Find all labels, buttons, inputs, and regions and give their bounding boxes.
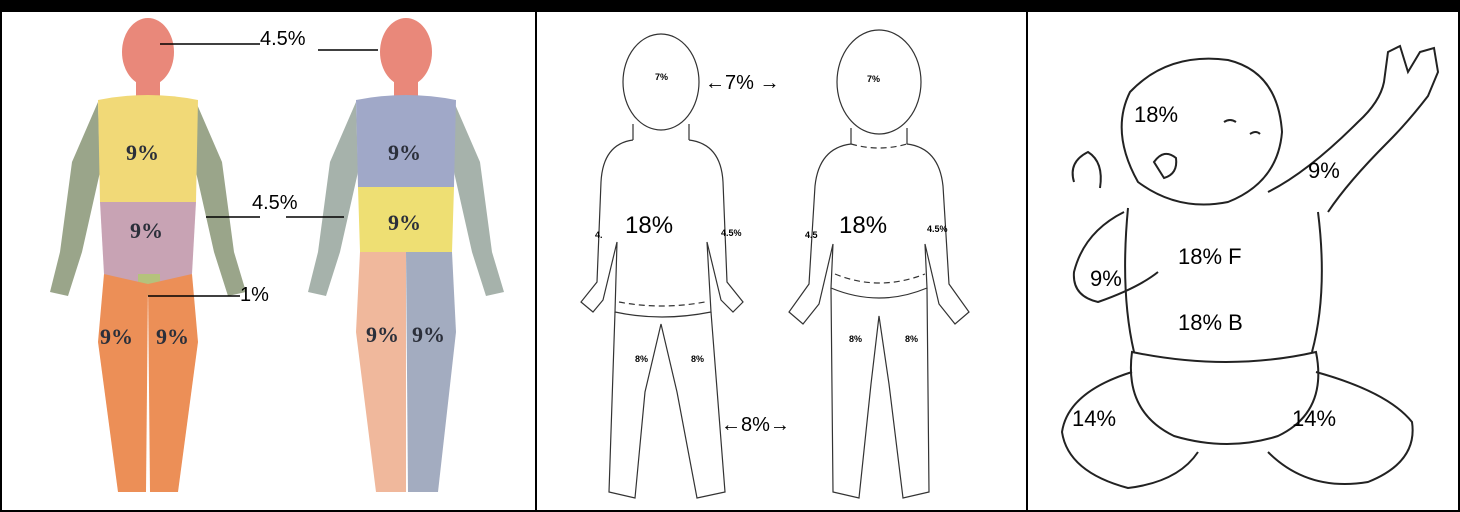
adult-arm-label: 4.5% bbox=[252, 192, 298, 215]
infant-leg-left-label: 14% bbox=[1072, 406, 1116, 432]
infant-arm-left-label: 9% bbox=[1090, 266, 1122, 292]
child-arm-back-right-label: 4.5% bbox=[721, 228, 742, 238]
child-head-front-label: 7% bbox=[867, 74, 880, 84]
adult-front-figure bbox=[50, 18, 246, 492]
adult-head-label: 4.5% bbox=[260, 28, 306, 51]
adult-back-leg-left-label: 9% bbox=[366, 322, 399, 348]
child-trunk-front-label: 18% bbox=[839, 212, 887, 240]
infant-trunk-front-label: 18% F bbox=[1178, 244, 1242, 270]
child-arm-front-left-label: 4.5 bbox=[805, 230, 818, 240]
child-front-figure bbox=[789, 30, 969, 498]
infant-leg-right-label: 14% bbox=[1292, 406, 1336, 432]
adult-leg-left-label: 9% bbox=[100, 324, 133, 350]
child-head-back-label: 7% bbox=[655, 72, 668, 82]
infant-trunk-back-label: 18% B bbox=[1178, 310, 1243, 336]
adult-back-leg-right-label: 9% bbox=[412, 322, 445, 348]
adult-back-figure bbox=[308, 18, 504, 492]
child-back-figure bbox=[581, 34, 743, 498]
child-panel: 7% 7% ←7% → 18% 18% 4. 4.5% 4.5 4.5% 8% … bbox=[537, 12, 1028, 510]
child-arm-front-right-label: 4.5% bbox=[927, 224, 948, 234]
adult-chest-label: 9% bbox=[126, 140, 159, 166]
adult-back-upper-label: 9% bbox=[388, 140, 421, 166]
adult-genital-label: 1% bbox=[240, 284, 269, 307]
infant-figure bbox=[1028, 12, 1458, 510]
adult-leg-right-label: 9% bbox=[156, 324, 189, 350]
infant-panel: 18% 9% 9% 18% F 18% B 14% 14% bbox=[1028, 12, 1458, 510]
child-head-arrow-label: ←7% → bbox=[705, 72, 779, 95]
child-leg-back-right-label: 8% bbox=[691, 354, 704, 364]
child-leg-front-left-label: 8% bbox=[849, 334, 862, 344]
adult-panel: 4.5% 9% 9% 4.5% 1% 9% 9% 9% 9% 9% 9% bbox=[2, 12, 537, 510]
child-trunk-back-label: 18% bbox=[625, 212, 673, 240]
infant-head-label: 18% bbox=[1134, 102, 1178, 128]
infant-arm-right-label: 9% bbox=[1308, 158, 1340, 184]
adult-back-lower-label: 9% bbox=[388, 210, 421, 236]
child-leg-front-right-label: 8% bbox=[905, 334, 918, 344]
child-arm-back-left-label: 4. bbox=[595, 230, 603, 240]
adult-abdomen-label: 9% bbox=[130, 218, 163, 244]
child-leg-back-left-label: 8% bbox=[635, 354, 648, 364]
adult-figures bbox=[2, 12, 535, 510]
child-leg-arrow-label: ←8%→ bbox=[721, 414, 790, 437]
